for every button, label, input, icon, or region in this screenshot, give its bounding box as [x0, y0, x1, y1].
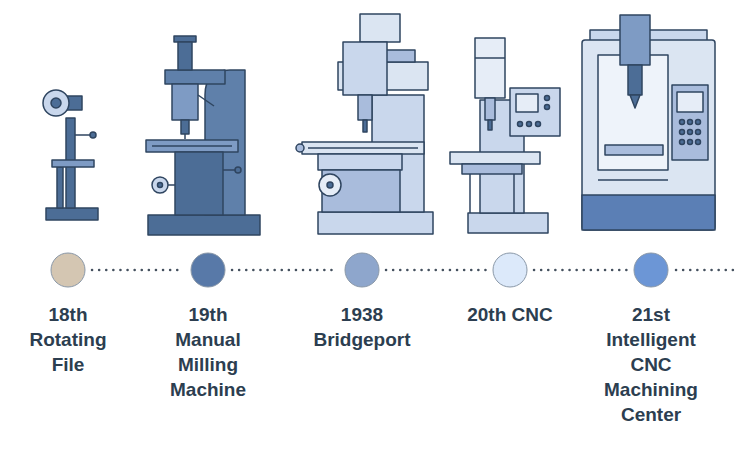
dotted-connector: [92, 269, 184, 272]
marker-circle: [634, 253, 668, 287]
timeline-marker: [190, 252, 226, 288]
cnc-figure: [450, 38, 560, 233]
timeline-node: 1938 Bridgeport: [310, 252, 414, 352]
rotating-file-figure: [43, 90, 98, 220]
timeline-node: 20th CNC: [458, 252, 562, 327]
marker-circle: [191, 253, 225, 287]
dotted-connector: [232, 269, 338, 272]
era-label: 1938 Bridgeport: [310, 302, 414, 352]
machining-center-figure: [582, 15, 715, 230]
timeline-marker: [633, 252, 669, 288]
bridgeport-figure: [296, 14, 433, 234]
era-label: 21st Intelligent CNC Machining Center: [599, 302, 703, 427]
marker-circle: [493, 253, 527, 287]
marker-circle: [345, 253, 379, 287]
timeline-marker: [344, 252, 380, 288]
timeline-marker: [492, 252, 528, 288]
era-label: 20th CNC: [458, 302, 562, 327]
timeline-node: 18th Rotating File: [16, 252, 120, 377]
dotted-connector: [534, 269, 627, 272]
timeline-tail: [676, 269, 738, 272]
marker-circle: [51, 253, 85, 287]
manual-milling-figure: [146, 36, 260, 235]
timeline-node: 21st Intelligent CNC Machining Center: [599, 252, 703, 427]
era-label: 19th Manual Milling Machine: [156, 302, 260, 402]
timeline-marker: [50, 252, 86, 288]
timeline-node: 19th Manual Milling Machine: [156, 252, 260, 402]
era-label: 18th Rotating File: [16, 302, 120, 377]
dotted-connector: [386, 269, 486, 272]
